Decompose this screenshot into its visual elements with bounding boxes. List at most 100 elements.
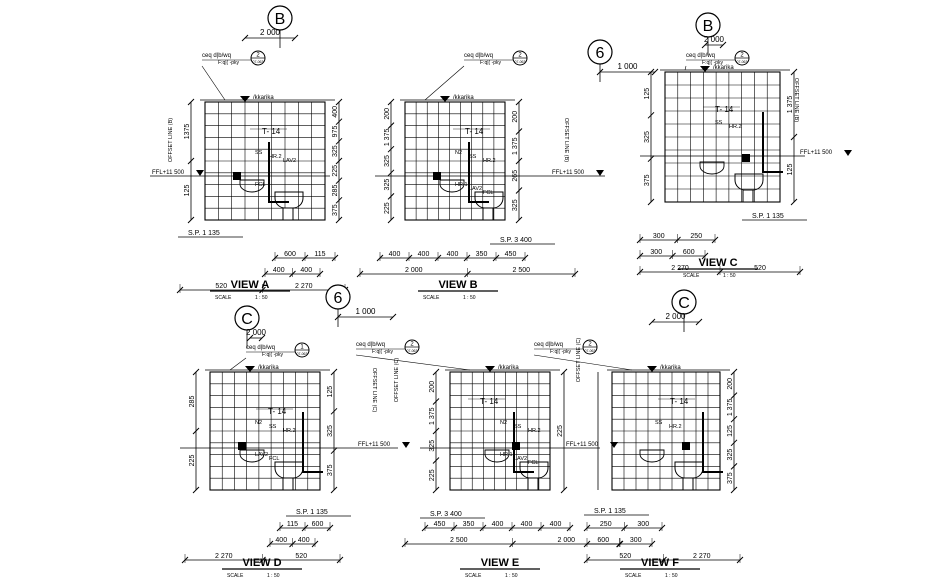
grab-bar-icon xyxy=(268,142,289,203)
dimension-tick xyxy=(387,216,395,224)
detail-reference-sheet: 07-063 xyxy=(407,349,418,353)
right-dimension-label: 975 xyxy=(332,126,339,138)
toilet-icon xyxy=(274,461,304,479)
room-label: /kkarika xyxy=(253,95,274,101)
left-dimension-label: 200 xyxy=(429,381,436,393)
scale-label: SCALE xyxy=(423,295,440,301)
bottom-dimension-row1-label: 350 xyxy=(476,251,488,258)
bottom-dimension-row1-label: 400 xyxy=(389,251,401,258)
fixture-label: HR.2 xyxy=(729,124,742,130)
tile-code-label: T- 14 xyxy=(262,127,281,136)
view-title: VIEW D xyxy=(242,557,281,569)
note-leader xyxy=(684,65,687,71)
material-note: ceq d|b/wq xyxy=(356,342,385,348)
dimension-tick xyxy=(192,427,200,435)
floor-drain-icon xyxy=(682,442,690,450)
dimension-tick xyxy=(647,111,655,119)
fixture-label: SS xyxy=(469,154,477,160)
dimension-tick xyxy=(187,157,195,165)
bottom-dimension-row3-label: 520 xyxy=(619,553,631,560)
fixture-label: LAV2 xyxy=(514,456,527,462)
right-dimension-label: 285 xyxy=(332,185,339,197)
dimension-tick xyxy=(387,145,395,153)
dimension-tick xyxy=(651,68,659,76)
bottom-dimension-row3-label: 2 270 xyxy=(295,283,313,290)
dimension-tick xyxy=(596,68,604,76)
grid-marker-label: C xyxy=(678,295,690,312)
right-dimension-label: 325 xyxy=(727,449,734,461)
detail-reference-number: 2 xyxy=(740,53,744,59)
right-dimension-label: 1 375 xyxy=(727,399,734,417)
right-dimension-label: 125 xyxy=(787,164,794,176)
toilet-pedestal xyxy=(682,477,694,491)
right-dimension-label: 325 xyxy=(327,425,334,437)
floor-level-label: FFL+11 500 xyxy=(800,150,833,156)
bottom-dimension-row2-label: 2 500 xyxy=(512,267,530,274)
material-note-secondary: F:q|( -pky xyxy=(480,60,502,66)
grid-marker-label: C xyxy=(241,311,253,328)
dimension-tick xyxy=(389,313,397,321)
left-dimension-label: 125 xyxy=(644,88,651,100)
floor-level-label: FFL+11 500 xyxy=(358,442,391,448)
setting-point-label: S.P. 3 400 xyxy=(430,511,462,518)
floor-level-marker xyxy=(844,150,852,156)
material-note: ceq d|b/wq xyxy=(686,53,715,59)
fixture-label: LAV2 xyxy=(469,186,482,192)
top-dimension-label: 2 000 xyxy=(704,35,725,44)
offset-line-label: OFFSET LINE (B) xyxy=(793,78,799,122)
right-dimension-label: 200 xyxy=(512,111,519,123)
right-dimension-label: 1 375 xyxy=(512,137,519,155)
material-note-secondary: F:q|( -pky xyxy=(372,349,394,355)
setting-point-label: S.P. 1 135 xyxy=(752,213,784,220)
toilet-pedestal xyxy=(282,477,294,491)
right-dimension-label: 265 xyxy=(512,170,519,182)
material-note-secondary: F:q|( -pky xyxy=(218,60,240,66)
right-dimension-label: 325 xyxy=(512,199,519,211)
floor-drain-icon xyxy=(512,442,520,450)
dimension-tick xyxy=(330,407,338,415)
left-dimension-label: 225 xyxy=(384,202,391,214)
dimension-tick xyxy=(701,41,709,49)
grab-bar-icon xyxy=(468,142,489,203)
ceiling-level-marker xyxy=(647,366,657,372)
offset-line-label: OFFSET LINE (C) xyxy=(576,338,582,383)
bottom-dimension-row2-label: 300 xyxy=(630,537,642,544)
left-dimension-label: 285 xyxy=(189,396,196,408)
scale-value: 1 : 50 xyxy=(463,295,476,301)
dimension-tick xyxy=(330,368,338,376)
dimension-tick xyxy=(387,169,395,177)
bottom-dimension-row3-label: 520 xyxy=(754,265,766,272)
tile-code-label: T- 14 xyxy=(268,407,287,416)
ceiling-level-marker xyxy=(245,366,255,372)
detail-reference-number: 2 xyxy=(518,53,522,59)
scale-value: 1 : 50 xyxy=(255,295,268,301)
floor-drain-icon xyxy=(742,154,750,162)
dimension-tick xyxy=(515,157,523,165)
dimension-tick xyxy=(560,486,568,494)
bottom-dimension-row2-label: 400 xyxy=(275,537,287,544)
bottom-dimension-row3-label: 520 xyxy=(295,553,307,560)
toilet-pedestal xyxy=(482,207,494,221)
dimension-tick xyxy=(330,447,338,455)
dimension-tick xyxy=(187,216,195,224)
scale-label: SCALE xyxy=(215,295,232,301)
floor-level-marker xyxy=(596,170,604,176)
scale-value: 1 : 50 xyxy=(505,573,518,579)
ceiling-level-marker xyxy=(440,96,450,102)
fixture-label: HR.2 xyxy=(528,428,541,434)
detail-reference-number: 2 xyxy=(588,342,592,348)
washbasin-icon xyxy=(639,449,665,463)
left-dimension-label: 125 xyxy=(184,185,191,197)
tile-grid xyxy=(209,371,321,491)
detail-reference-sheet: 07-063 xyxy=(737,60,748,64)
view-title: VIEW B xyxy=(438,279,477,291)
fixture-label: FCL xyxy=(255,182,265,188)
fixture-label: FCL xyxy=(483,190,493,196)
dimension-tick xyxy=(387,98,395,106)
right-dimension-label: 225 xyxy=(332,165,339,177)
material-note: ceq d|b/wq xyxy=(246,345,275,351)
detail-reference-number: 1 xyxy=(300,345,304,351)
